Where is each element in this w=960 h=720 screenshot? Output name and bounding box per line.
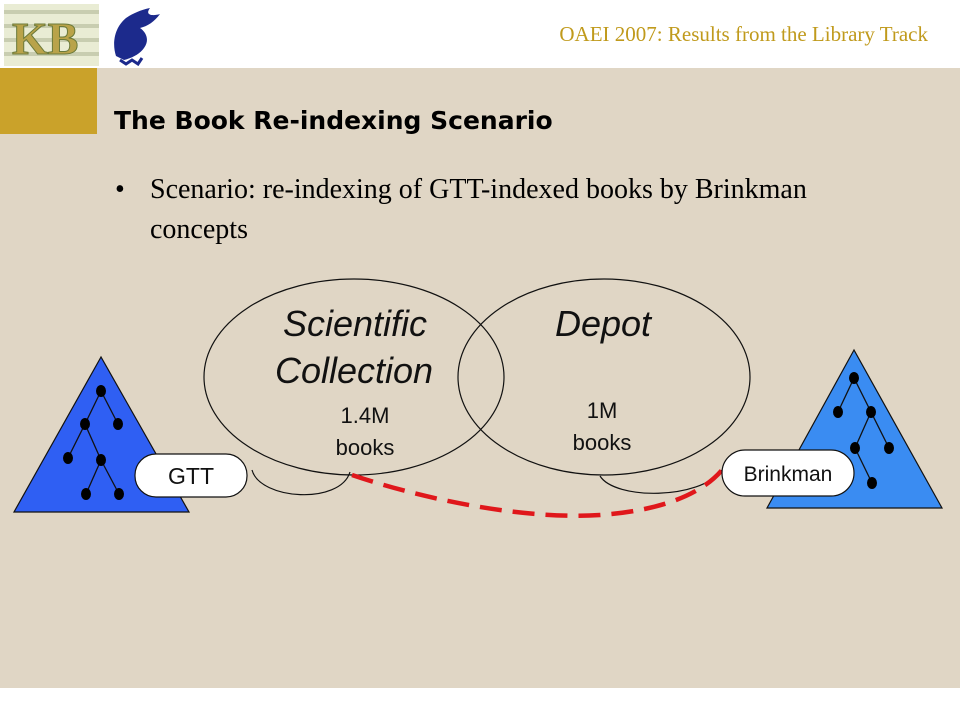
bullet-marker: • <box>115 174 125 205</box>
accent-block <box>0 68 97 134</box>
svg-text:KB: KB <box>12 13 78 64</box>
kb-logo-icon: KB <box>4 4 160 66</box>
slide-title: The Book Re-indexing Scenario <box>114 106 553 135</box>
bullet-text: Scenario: re-indexing of GTT-indexed boo… <box>150 174 807 245</box>
slide-background <box>0 68 960 688</box>
presentation-title: OAEI 2007: Results from the Library Trac… <box>559 22 928 46</box>
slide-header: KB OAEI 2007: Results from the Library T… <box>0 0 960 68</box>
